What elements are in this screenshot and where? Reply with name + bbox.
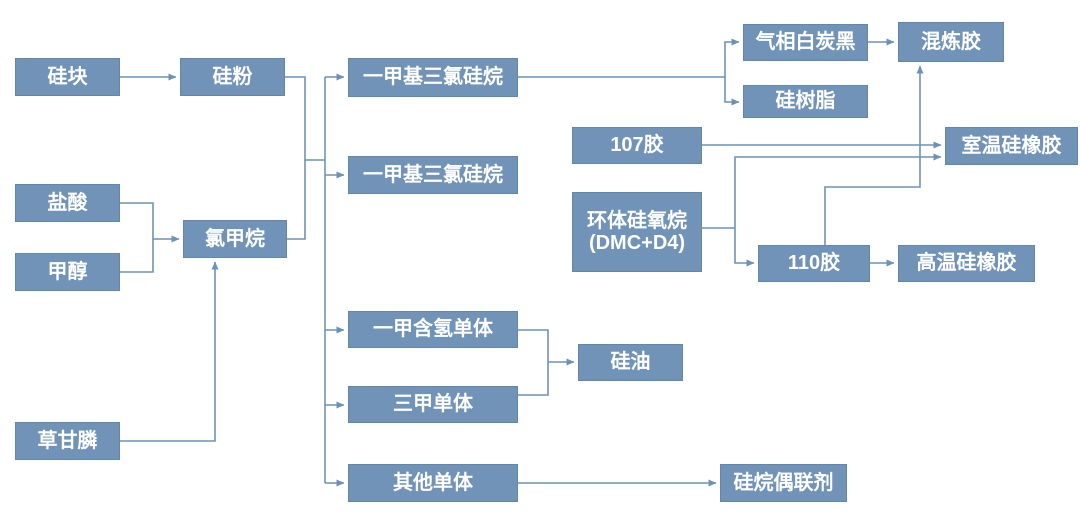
- node-monomethyl-hydrogen-monomer: 一甲含氢单体: [348, 311, 518, 348]
- node-cyclic-siloxane: 环体硅氧烷 (DMC+D4): [572, 192, 702, 272]
- node-methanol: 甲醇: [15, 253, 120, 291]
- flow-connector-split-junction-to-silicone-resin: [724, 77, 740, 106]
- flow-connector-glyphosate-to-chloromethane: [120, 261, 219, 442]
- node-fumed-silica: 气相白炭黑: [743, 24, 868, 61]
- node-gum-107: 107胶: [572, 127, 702, 164]
- node-glyphosate: 草甘膦: [15, 422, 120, 460]
- node-methyltrichlorosilane-2: 一甲基三氯硅烷: [348, 156, 518, 194]
- flow-connector-trimethyl-monomer-to-monomer-junction: [518, 362, 549, 396]
- node-trimethyl-monomer: 三甲单体: [348, 386, 518, 423]
- node-silicon-powder: 硅粉: [180, 58, 285, 96]
- node-silicone-oil: 硅油: [578, 344, 683, 381]
- node-hydrochloric-acid: 盐酸: [15, 184, 120, 222]
- flow-connector-gum-110-to-compound-rubber: [824, 65, 924, 245]
- node-compound-rubber: 混炼胶: [898, 22, 1004, 62]
- flow-connector-split-junction-to-fumed-silica: [724, 38, 740, 77]
- flow-connector-silicon-powder-to-hub-junction: [285, 76, 306, 160]
- flow-connector-siloxane-junction-to-rtv-silicone-rubber: [734, 153, 942, 228]
- node-silane-coupling-agent: 硅烷偶联剂: [720, 464, 847, 502]
- node-silicon-block: 硅块: [15, 58, 120, 96]
- node-silicone-resin: 硅树脂: [743, 85, 868, 118]
- flow-connector-methanol-to-acid-methanol-junction: [120, 239, 154, 273]
- flow-connector-monomethyl-hydrogen-monomer-to-monomer-junction: [518, 329, 549, 362]
- node-chloromethane: 氯甲烷: [183, 220, 287, 258]
- node-methyltrichlorosilane-1: 一甲基三氯硅烷: [348, 58, 518, 97]
- node-gum-110: 110胶: [758, 245, 870, 282]
- flow-connector-siloxane-junction-to-gum-110: [734, 228, 755, 267]
- node-other-monomers: 其他单体: [348, 464, 518, 502]
- flow-connector-chloromethane-to-hub-junction: [287, 160, 306, 240]
- node-rtv-silicone-rubber: 室温硅橡胶: [945, 127, 1078, 165]
- node-htv-silicone-rubber: 高温硅橡胶: [898, 245, 1035, 282]
- flow-connector-hydrochloric-acid-to-acid-methanol-junction: [120, 202, 154, 239]
